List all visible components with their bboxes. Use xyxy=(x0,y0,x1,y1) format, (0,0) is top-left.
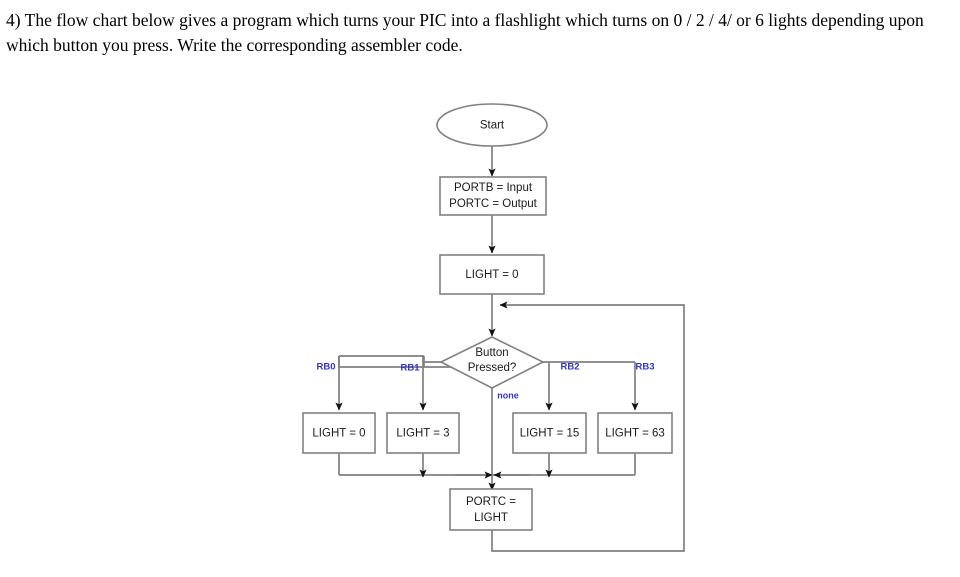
node-init[interactable]: PORTB = Input PORTC = Output xyxy=(439,176,547,216)
output-label-line2: LIGHT xyxy=(474,512,508,524)
node-branch-rb3[interactable]: LIGHT = 63 xyxy=(597,412,673,454)
node-branch-rb1[interactable]: LIGHT = 3 xyxy=(386,412,460,454)
branch-label-rb3: RB3 xyxy=(635,362,654,373)
start-label: Start xyxy=(480,120,505,132)
output-box-shape xyxy=(449,488,533,531)
node-branch-rb0[interactable]: LIGHT = 0 xyxy=(302,412,376,454)
decision-diamond-shape xyxy=(439,336,545,389)
branch-rb3-label: LIGHT = 63 xyxy=(605,428,665,440)
branch-rb1-box-shape xyxy=(386,412,460,454)
light-init-box-shape xyxy=(439,254,545,295)
light-init-label: LIGHT = 0 xyxy=(465,269,518,281)
branch-label-rb2: RB2 xyxy=(560,362,579,373)
branch-rb0-label: LIGHT = 0 xyxy=(312,428,365,440)
branch-label-rb0: RB0 xyxy=(316,362,335,373)
node-start[interactable]: Start xyxy=(436,103,548,147)
init-label-line2: PORTC = Output xyxy=(449,198,537,210)
output-label-line1: PORTC = xyxy=(466,496,516,508)
init-label-line1: PORTB = Input xyxy=(454,182,533,194)
node-branch-rb2[interactable]: LIGHT = 15 xyxy=(512,412,587,454)
branch-rb2-label: LIGHT = 15 xyxy=(520,428,580,440)
start-oval-shape xyxy=(436,103,548,147)
question-text: 4) The flow chart below gives a program … xyxy=(6,10,924,55)
init-box-shape xyxy=(439,176,547,216)
decision-label-line2: Pressed? xyxy=(468,362,517,374)
branch-rb1-label: LIGHT = 3 xyxy=(396,428,449,440)
node-output[interactable]: PORTC = LIGHT xyxy=(449,488,533,531)
branch-rb2-box-shape xyxy=(512,412,587,454)
decision-label-line1: Button xyxy=(475,347,508,359)
branch-rb3-box-shape xyxy=(597,412,673,454)
node-decision[interactable]: Button Pressed? xyxy=(439,336,545,389)
branch-label-rb1: RB1 xyxy=(400,363,420,374)
branch-rb0-box-shape xyxy=(302,412,376,454)
branch-label-none: none xyxy=(497,390,519,400)
connector-feedback-loop xyxy=(491,301,685,552)
node-light-init[interactable]: LIGHT = 0 xyxy=(439,254,545,295)
